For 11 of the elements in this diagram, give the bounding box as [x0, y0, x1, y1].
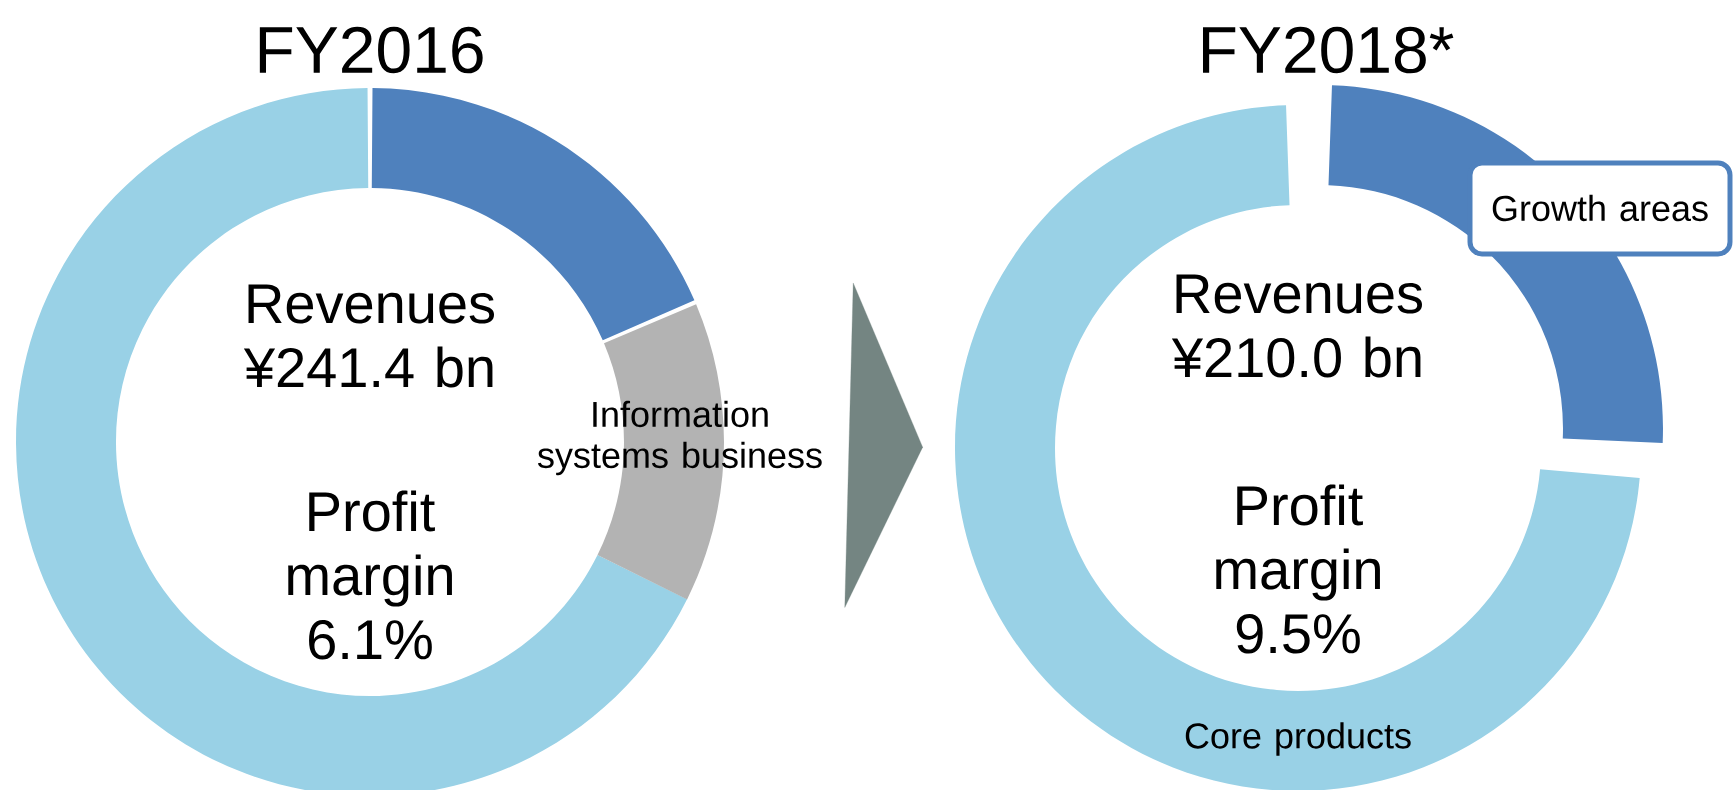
title-text: FY2016 — [259, 26, 483, 74]
node-text: Core products — [1185, 722, 1411, 756]
revenue-text: Revenues ¥210.0 bn — [1171, 274, 1422, 378]
revenue-text: Revenues ¥241.4 bn — [243, 284, 494, 388]
segment-label: Growth areas — [1492, 194, 1708, 222]
margin-text: Profit margin 9.5% — [1216, 484, 1380, 654]
title-text: FY2018* — [1203, 26, 1454, 74]
segment-label: Information systems business — [537, 400, 822, 476]
ring-segment — [537, 304, 822, 600]
margin-text: Profit margin 6.1% — [288, 490, 452, 660]
chevron-arrow — [844, 282, 923, 608]
